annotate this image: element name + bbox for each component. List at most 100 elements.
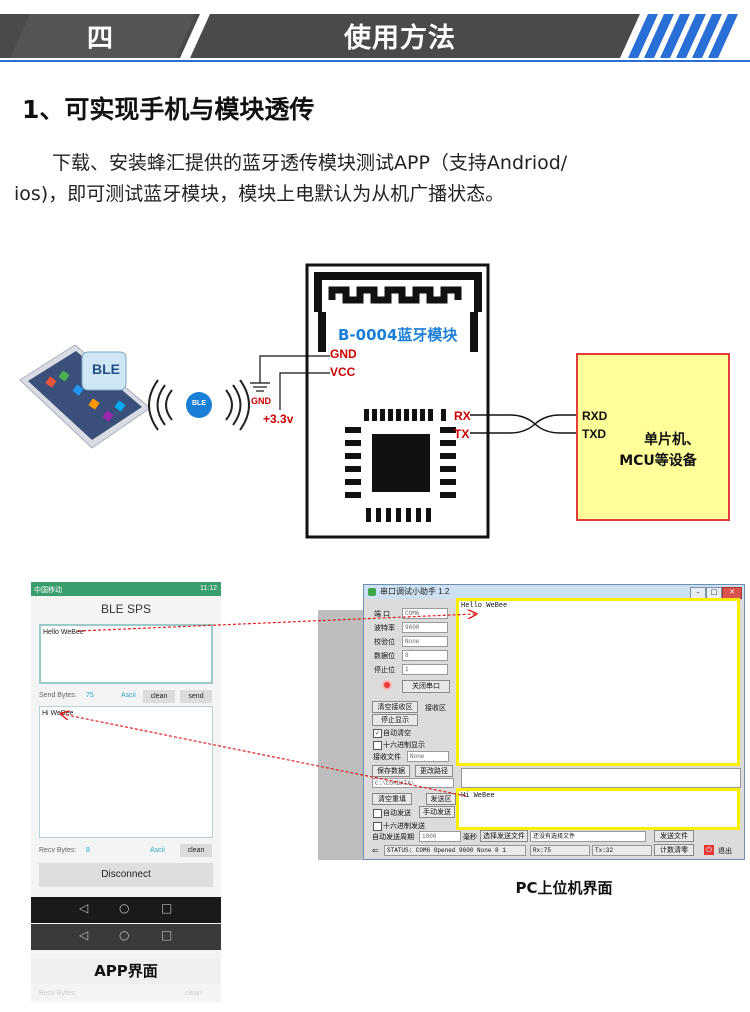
clean-recv-button[interactable]: clean [180, 844, 212, 857]
port-select[interactable]: COM6 [402, 608, 448, 619]
subsection-heading: 1、可实现手机与模块透传 [22, 90, 314, 126]
hex-display-checkbox[interactable] [373, 741, 382, 750]
send-button[interactable]: send [180, 690, 212, 703]
status-bar-text: STATUS: COM6 Opened 9600 None 8 1 [384, 845, 526, 856]
android-nav-bar: ◁ ○ □ [31, 897, 221, 923]
mcu-line-2: MCU等设备 [578, 451, 726, 472]
parity-select[interactable]: None [402, 636, 448, 647]
receive-textbox[interactable]: Hi WeBee [39, 706, 213, 838]
recv-bytes-value: 8 [86, 847, 90, 854]
send-file-button[interactable]: 发送文件 [654, 830, 694, 842]
phone-status-bar: 中国移动 11:12 [31, 582, 221, 596]
android-nav-bar-reflection: ◁ ○ □ [31, 924, 221, 950]
nav-recent-icon[interactable]: □ [161, 901, 172, 915]
reflection-text-left: Recv Bytes: [39, 990, 76, 997]
stop-display-button[interactable]: 停止显示 [372, 714, 418, 726]
send-text: Hello WeBee [43, 629, 84, 636]
hex-send-label: 十六进制发送 [383, 821, 425, 831]
auto-clear-label: 自动清空 [383, 728, 411, 738]
count-clear-button[interactable]: 计数清零 [654, 844, 694, 856]
ms-label: 毫秒 [463, 832, 477, 842]
pin-gnd-label: GND [330, 347, 357, 361]
nav-back-icon[interactable]: ◁ [79, 901, 88, 915]
auto-send-checkbox[interactable] [373, 809, 382, 818]
ble-badge-text: BLE [186, 400, 212, 407]
pin-tx-label: TX [454, 427, 469, 441]
port-label: 端 口 [374, 609, 390, 619]
receive-area-scrollbar[interactable] [461, 768, 741, 788]
nav-home-icon-reflection: ○ [119, 928, 129, 942]
hex-display-label: 十六进制显示 [383, 740, 425, 750]
power-icon: ⏻ [704, 845, 714, 855]
manual-send-button[interactable]: 手动发送 [419, 806, 455, 818]
app-icon [368, 588, 376, 596]
received-text: Hello WeBee [461, 602, 507, 610]
port-status-indicator-icon [382, 680, 392, 690]
stopbits-label: 停止位 [374, 665, 395, 675]
send-bytes-label: Send Bytes: [39, 692, 77, 699]
auto-clear-checkbox[interactable]: ✓ [373, 729, 382, 738]
bluetooth-module-board [307, 265, 488, 537]
select-file-button[interactable]: 选择发送文件 [480, 830, 528, 842]
supply-voltage-label: +3.3v [263, 412, 293, 426]
databits-label: 数据位 [374, 651, 395, 661]
send-textbox[interactable]: Hello WeBee [39, 624, 213, 684]
save-data-button[interactable]: 保存数据 [372, 765, 410, 777]
ground-symbol-label: GND [251, 396, 271, 406]
baud-label: 波特率 [374, 623, 395, 633]
exit-button[interactable]: 退出 [718, 846, 732, 856]
clear-recv-button[interactable]: 清空接收区 [372, 701, 418, 713]
recv-area-label: 接收区 [425, 703, 446, 713]
arrow-left-icon: ⇐ [372, 845, 382, 856]
clear-resend-button[interactable]: 清空重填 [372, 793, 412, 805]
auto-period-label: 自动发送周期 [372, 832, 414, 842]
recv-ascii-toggle[interactable]: Ascii [150, 847, 165, 854]
path-field[interactable]: C:\COMDATA\ [372, 778, 454, 788]
nav-back-icon-reflection: ◁ [79, 928, 88, 942]
clock-text: 11:12 [200, 585, 217, 592]
change-path-button[interactable]: 更改路径 [415, 765, 453, 777]
stopbits-select[interactable]: 1 [402, 664, 448, 675]
tx-counter: Tx:32 [592, 845, 652, 856]
rx-counter: Rx:75 [530, 845, 590, 856]
send-ascii-toggle[interactable]: Ascii [121, 692, 136, 699]
send-area[interactable]: Hi WeBee [456, 788, 740, 830]
recv-bytes-label: Recv Bytes: [39, 847, 76, 854]
baud-select[interactable]: 9600 [402, 622, 448, 633]
pc-screen-caption: PC上位机界面 [484, 877, 644, 898]
recv-file-label: 接收文件 [373, 752, 401, 762]
disconnect-button[interactable]: Disconnect [39, 863, 213, 887]
recv-file-select[interactable]: None [407, 751, 449, 762]
auto-period-field[interactable]: 1000 [419, 831, 461, 842]
nav-recent-icon-reflection: □ [161, 928, 172, 942]
carrier-text: 中国移动 [34, 585, 62, 595]
mcu-line-1: 单片机、 [578, 430, 726, 451]
pin-rx-label: RX [454, 409, 471, 423]
nav-home-icon[interactable]: ○ [119, 901, 129, 915]
para-line-2: ios)，即可测试蓝牙模块，模块上电默认为从机广播状态。 [14, 183, 504, 205]
pin-vcc-label: VCC [330, 365, 355, 379]
module-title: B-0004蓝牙模块 [338, 324, 457, 345]
intro-paragraph: 下载、安装蜂汇提供的蓝牙透传模块测试APP（支持Andriod/ ios)，即可… [14, 148, 684, 210]
parity-label: 校验位 [374, 637, 395, 647]
databits-select[interactable]: 8 [402, 650, 448, 661]
no-file-text: 还没有选择文件 [530, 831, 646, 842]
section-number: 四 [60, 18, 140, 55]
hex-send-checkbox[interactable] [373, 822, 382, 831]
receive-area[interactable]: Hello WeBee [456, 598, 740, 766]
mcu-description: 单片机、 MCU等设备 [578, 430, 726, 472]
para-line-1: 下载、安装蜂汇提供的蓝牙透传模块测试APP（支持Andriod/ [52, 152, 567, 174]
section-title: 使用方法 [300, 16, 500, 55]
clean-send-button[interactable]: clean [143, 690, 175, 703]
auto-send-label: 自动发送 [383, 808, 411, 818]
mcu-rxd-label: RXD [582, 409, 607, 423]
window-title: 串口调试小助手 1.2 [380, 586, 449, 597]
send-bytes-value: 75 [86, 692, 94, 699]
send-area-label: 发送区 [426, 793, 456, 805]
send-area-text: Hi WeBee [461, 792, 495, 800]
reflection-text-right: clean [185, 990, 202, 997]
receive-text: Hi WeBee [42, 710, 73, 717]
close-port-button[interactable]: 关闭串口 [402, 680, 450, 693]
app-screen-caption: APP界面 [31, 958, 221, 984]
app-title: BLE SPS [31, 602, 221, 616]
